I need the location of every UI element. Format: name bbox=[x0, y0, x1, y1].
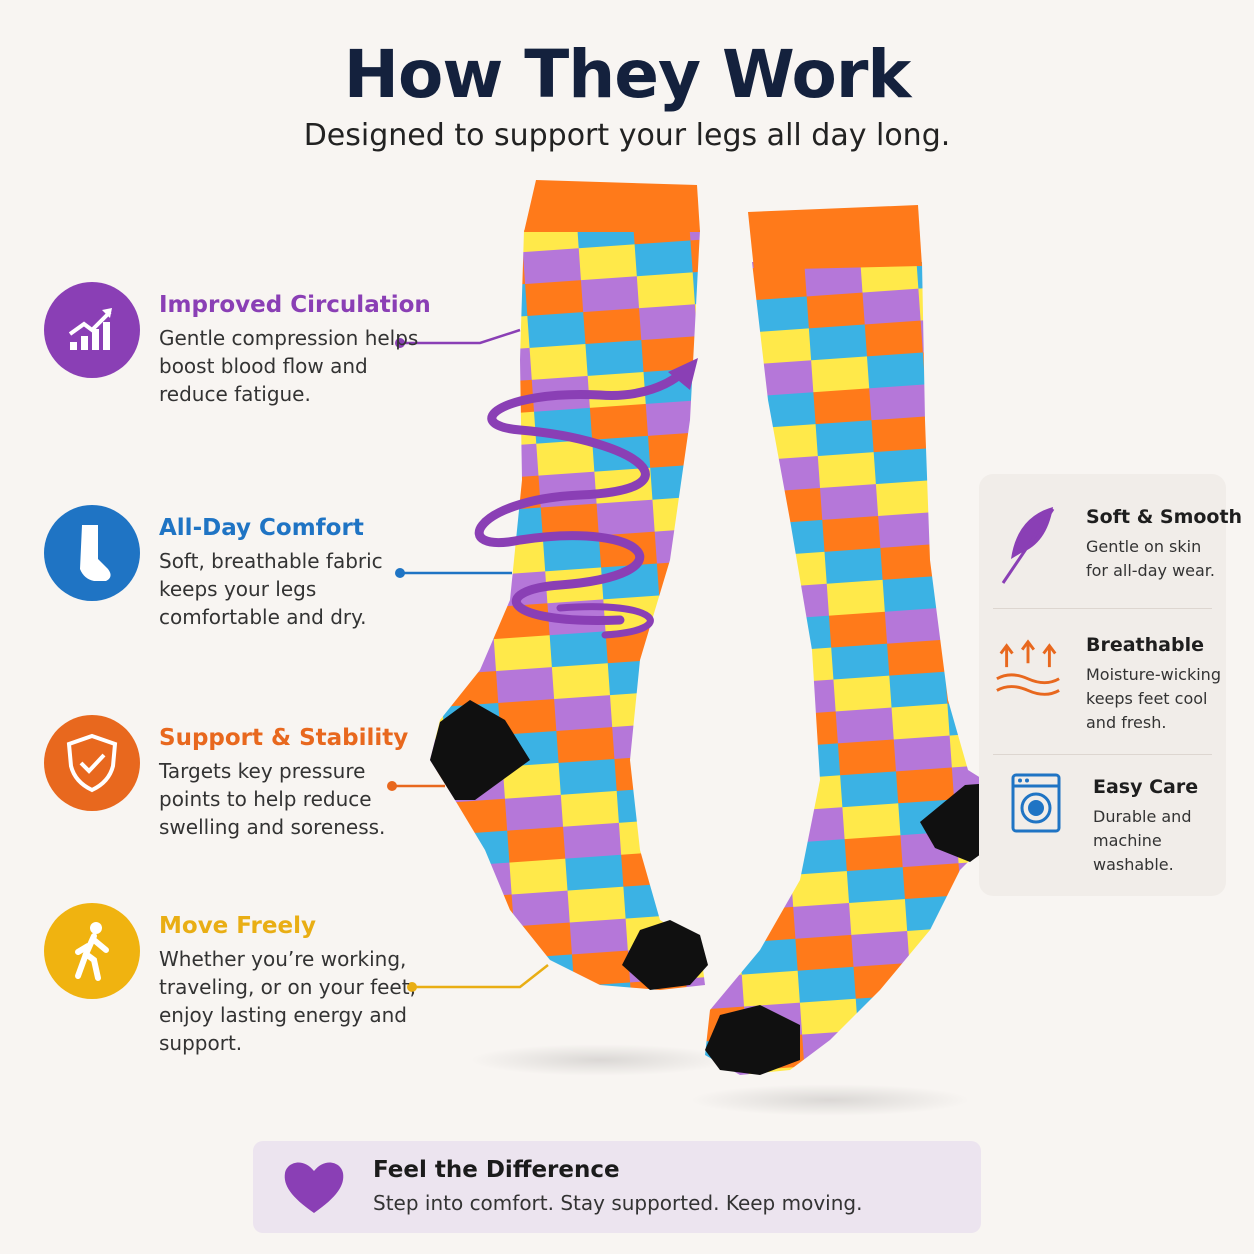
benefits-panel: Soft & Smooth Gentle on skin for all-day… bbox=[979, 474, 1242, 896]
benefit-body: Gentle on skin for all-day wear. bbox=[1086, 537, 1215, 580]
walking-person-icon bbox=[44, 903, 140, 999]
right-sock bbox=[705, 205, 1015, 1075]
washing-machine-icon bbox=[1001, 758, 1071, 848]
benefit-body: Durable and machine washable. bbox=[1093, 807, 1192, 874]
feature-heading: Move Freely bbox=[159, 913, 316, 939]
feature-heading: Support & Stability bbox=[159, 725, 409, 751]
page-subtitle: Designed to support your legs all day lo… bbox=[303, 118, 951, 153]
circulation-spiral-arrow bbox=[474, 365, 690, 639]
feature-body: Gentle compression helps boost blood flo… bbox=[159, 326, 419, 406]
page-title: How They Work bbox=[343, 36, 912, 113]
divider bbox=[993, 754, 1212, 755]
heart-icon bbox=[281, 1157, 347, 1221]
benefit-heading: Easy Care bbox=[1093, 776, 1199, 798]
benefit-body: Moisture-wicking keeps feet cool and fre… bbox=[1086, 665, 1221, 732]
feature-heading: Improved Circulation bbox=[159, 292, 431, 318]
feature-body: Targets key pressure points to help redu… bbox=[159, 759, 386, 839]
feather-icon bbox=[993, 500, 1063, 590]
spiral-arrowhead-icon bbox=[668, 358, 698, 390]
callout-lines bbox=[387, 328, 549, 992]
feature-body: Soft, breathable fabric keeps your legs … bbox=[159, 549, 383, 629]
benefit-heading: Breathable bbox=[1086, 634, 1204, 656]
airflow-icon bbox=[993, 626, 1063, 716]
banner-body: Step into comfort. Stay supported. Keep … bbox=[373, 1191, 863, 1215]
feel-difference-banner: Feel the Difference Step into comfort. S… bbox=[253, 1141, 981, 1233]
benefit-heading: Soft & Smooth bbox=[1086, 506, 1243, 528]
banner-heading: Feel the Difference bbox=[373, 1157, 620, 1183]
trending-up-icon bbox=[44, 282, 140, 378]
shield-check-icon bbox=[44, 715, 140, 811]
divider bbox=[993, 608, 1212, 609]
sock-icon bbox=[44, 505, 140, 601]
feature-body: Whether you’re working, traveling, or on… bbox=[159, 947, 416, 1055]
feature-heading: All-Day Comfort bbox=[159, 515, 364, 541]
